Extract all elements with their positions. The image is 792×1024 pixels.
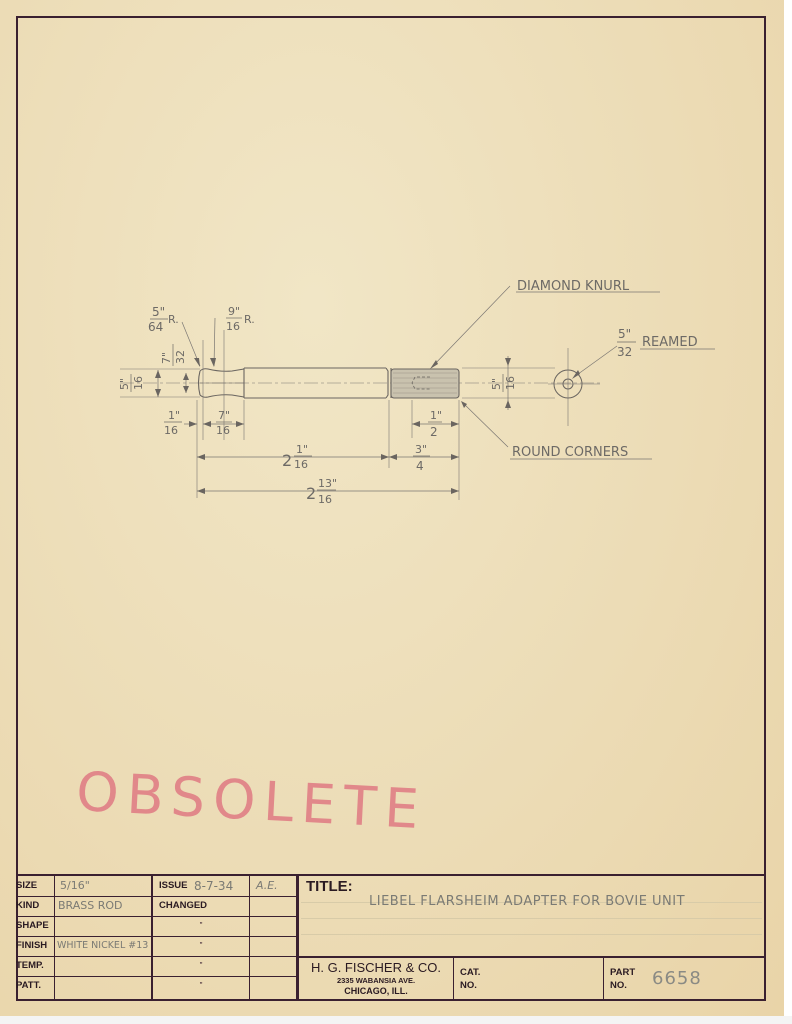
cat-label: CAT. [460, 967, 481, 978]
drawing-border [16, 16, 766, 1001]
knurl-pattern [393, 372, 457, 394]
neck-diameter-den: 32 [174, 350, 187, 364]
title-block-footer: H. G. FISCHER & CO. 2335 WABANSIA AVE. C… [299, 956, 764, 1000]
spec-row-patt: PATT. " [16, 976, 298, 996]
neck-length-den: 16 [216, 424, 230, 437]
rod-diameter-right-num: 5" [490, 378, 503, 390]
ruled-line [301, 934, 762, 935]
title-block: SIZE 5/16" ISSUE 8-7-34 A.E. KIND BRASS … [16, 874, 764, 1000]
ditto-mark: " [199, 981, 203, 990]
spec-label: FINISH [16, 940, 48, 951]
overall-length-whole: 2 [306, 484, 316, 503]
company-name: H. G. FISCHER & CO. [310, 960, 441, 975]
reamed-fraction-num: 5" [618, 327, 631, 341]
radius-small-num: 5" [152, 305, 165, 319]
part-no-label: NO. [610, 980, 627, 991]
spec-label: KIND [16, 900, 40, 911]
rod-diameter-left-den: 16 [132, 376, 145, 390]
end-view [548, 348, 600, 426]
spec-value [58, 916, 150, 936]
shank-length-whole: 2 [282, 451, 292, 470]
reamed-fraction-den: 32 [617, 345, 632, 359]
part-no-field: PART NO. 6658 [604, 958, 762, 1000]
spec-value [58, 956, 150, 976]
radius-small-suffix: R. [168, 313, 179, 326]
divider [296, 876, 299, 1000]
spec-label: SHAPE [16, 920, 49, 931]
radius-small-den: 64 [148, 320, 163, 334]
spec-table: SIZE 5/16" ISSUE 8-7-34 A.E. KIND BRASS … [16, 876, 298, 1000]
neck-diameter-num: 7" [160, 352, 173, 364]
changed-label: CHANGED [159, 900, 208, 911]
company-address: 2335 WABANSIA AVE. [336, 976, 416, 985]
rod-diameter-right-den: 16 [504, 376, 517, 390]
neck-length-num: 7" [218, 409, 230, 422]
knurl-length-den: 2 [430, 425, 438, 439]
spec-label: SIZE [16, 880, 38, 891]
tip-length-den: 4 [416, 459, 424, 473]
divider [54, 876, 55, 1000]
end-length-den: 16 [164, 424, 178, 437]
overall-length-den: 16 [318, 493, 332, 506]
issue-initials: A.E. [256, 879, 278, 892]
spec-row-kind: KIND BRASS ROD CHANGED [16, 896, 298, 917]
shank-length-den: 16 [294, 458, 308, 471]
radius-large-den: 16 [226, 320, 240, 333]
ditto-mark: " [199, 961, 203, 970]
issue-date: 8-7-34 [194, 879, 234, 893]
part-label: PART [610, 967, 636, 978]
radius-large-suffix: R. [244, 313, 255, 326]
spec-row-shape: SHAPE " [16, 916, 298, 937]
knurl-length-num: 1" [430, 409, 442, 422]
ruled-line [301, 902, 762, 903]
ditto-mark: " [199, 921, 203, 930]
cat-no-label: NO. [460, 980, 477, 991]
spec-label: PATT. [16, 980, 41, 991]
shank-length-num: 1" [296, 443, 308, 456]
tip-length-num: 3" [415, 443, 427, 456]
title-value: LIEBEL FLARSHEIM ADAPTER FOR BOVIE UNIT [369, 894, 686, 909]
rod-diameter-left-num: 5" [118, 378, 131, 390]
company-city: CHICAGO, ILL. [344, 986, 408, 996]
spec-value: WHITE NICKEL #13 [57, 940, 149, 951]
ruled-line [301, 918, 762, 919]
scan-margin-right [784, 0, 792, 1024]
overall-length-num: 13" [318, 477, 337, 490]
spec-row-size: SIZE 5/16" ISSUE 8-7-34 A.E. [16, 876, 298, 897]
end-length-num: 1" [168, 409, 180, 422]
callout-round-corners: ROUND CORNERS [512, 445, 628, 460]
spec-value [58, 976, 150, 996]
rod-profile [197, 367, 460, 399]
divider [249, 876, 250, 1000]
spec-value: 5/16" [60, 879, 90, 892]
title-label: TITLE: [306, 878, 353, 895]
callout-diamond-knurl: DIAMOND KNURL [517, 279, 630, 294]
cat-no-field: CAT. NO. [454, 958, 604, 1000]
spec-value: BRASS ROD [58, 899, 123, 912]
spec-label: TEMP. [16, 960, 44, 971]
part-number: 6658 [652, 968, 702, 989]
radius-large-num: 9" [228, 305, 240, 318]
callout-reamed: REAMED [642, 335, 698, 350]
divider [151, 876, 153, 1000]
spec-row-finish: FINISH WHITE NICKEL #13 " [16, 936, 298, 957]
title-area: TITLE: LIEBEL FLARSHEIM ADAPTER FOR BOVI… [299, 876, 764, 956]
issue-label: ISSUE [159, 880, 188, 891]
ditto-mark: " [199, 941, 203, 950]
scan-margin-bottom [0, 1016, 792, 1024]
company-info: H. G. FISCHER & CO. 2335 WABANSIA AVE. C… [299, 958, 454, 1000]
spec-row-temp: TEMP. " [16, 956, 298, 977]
